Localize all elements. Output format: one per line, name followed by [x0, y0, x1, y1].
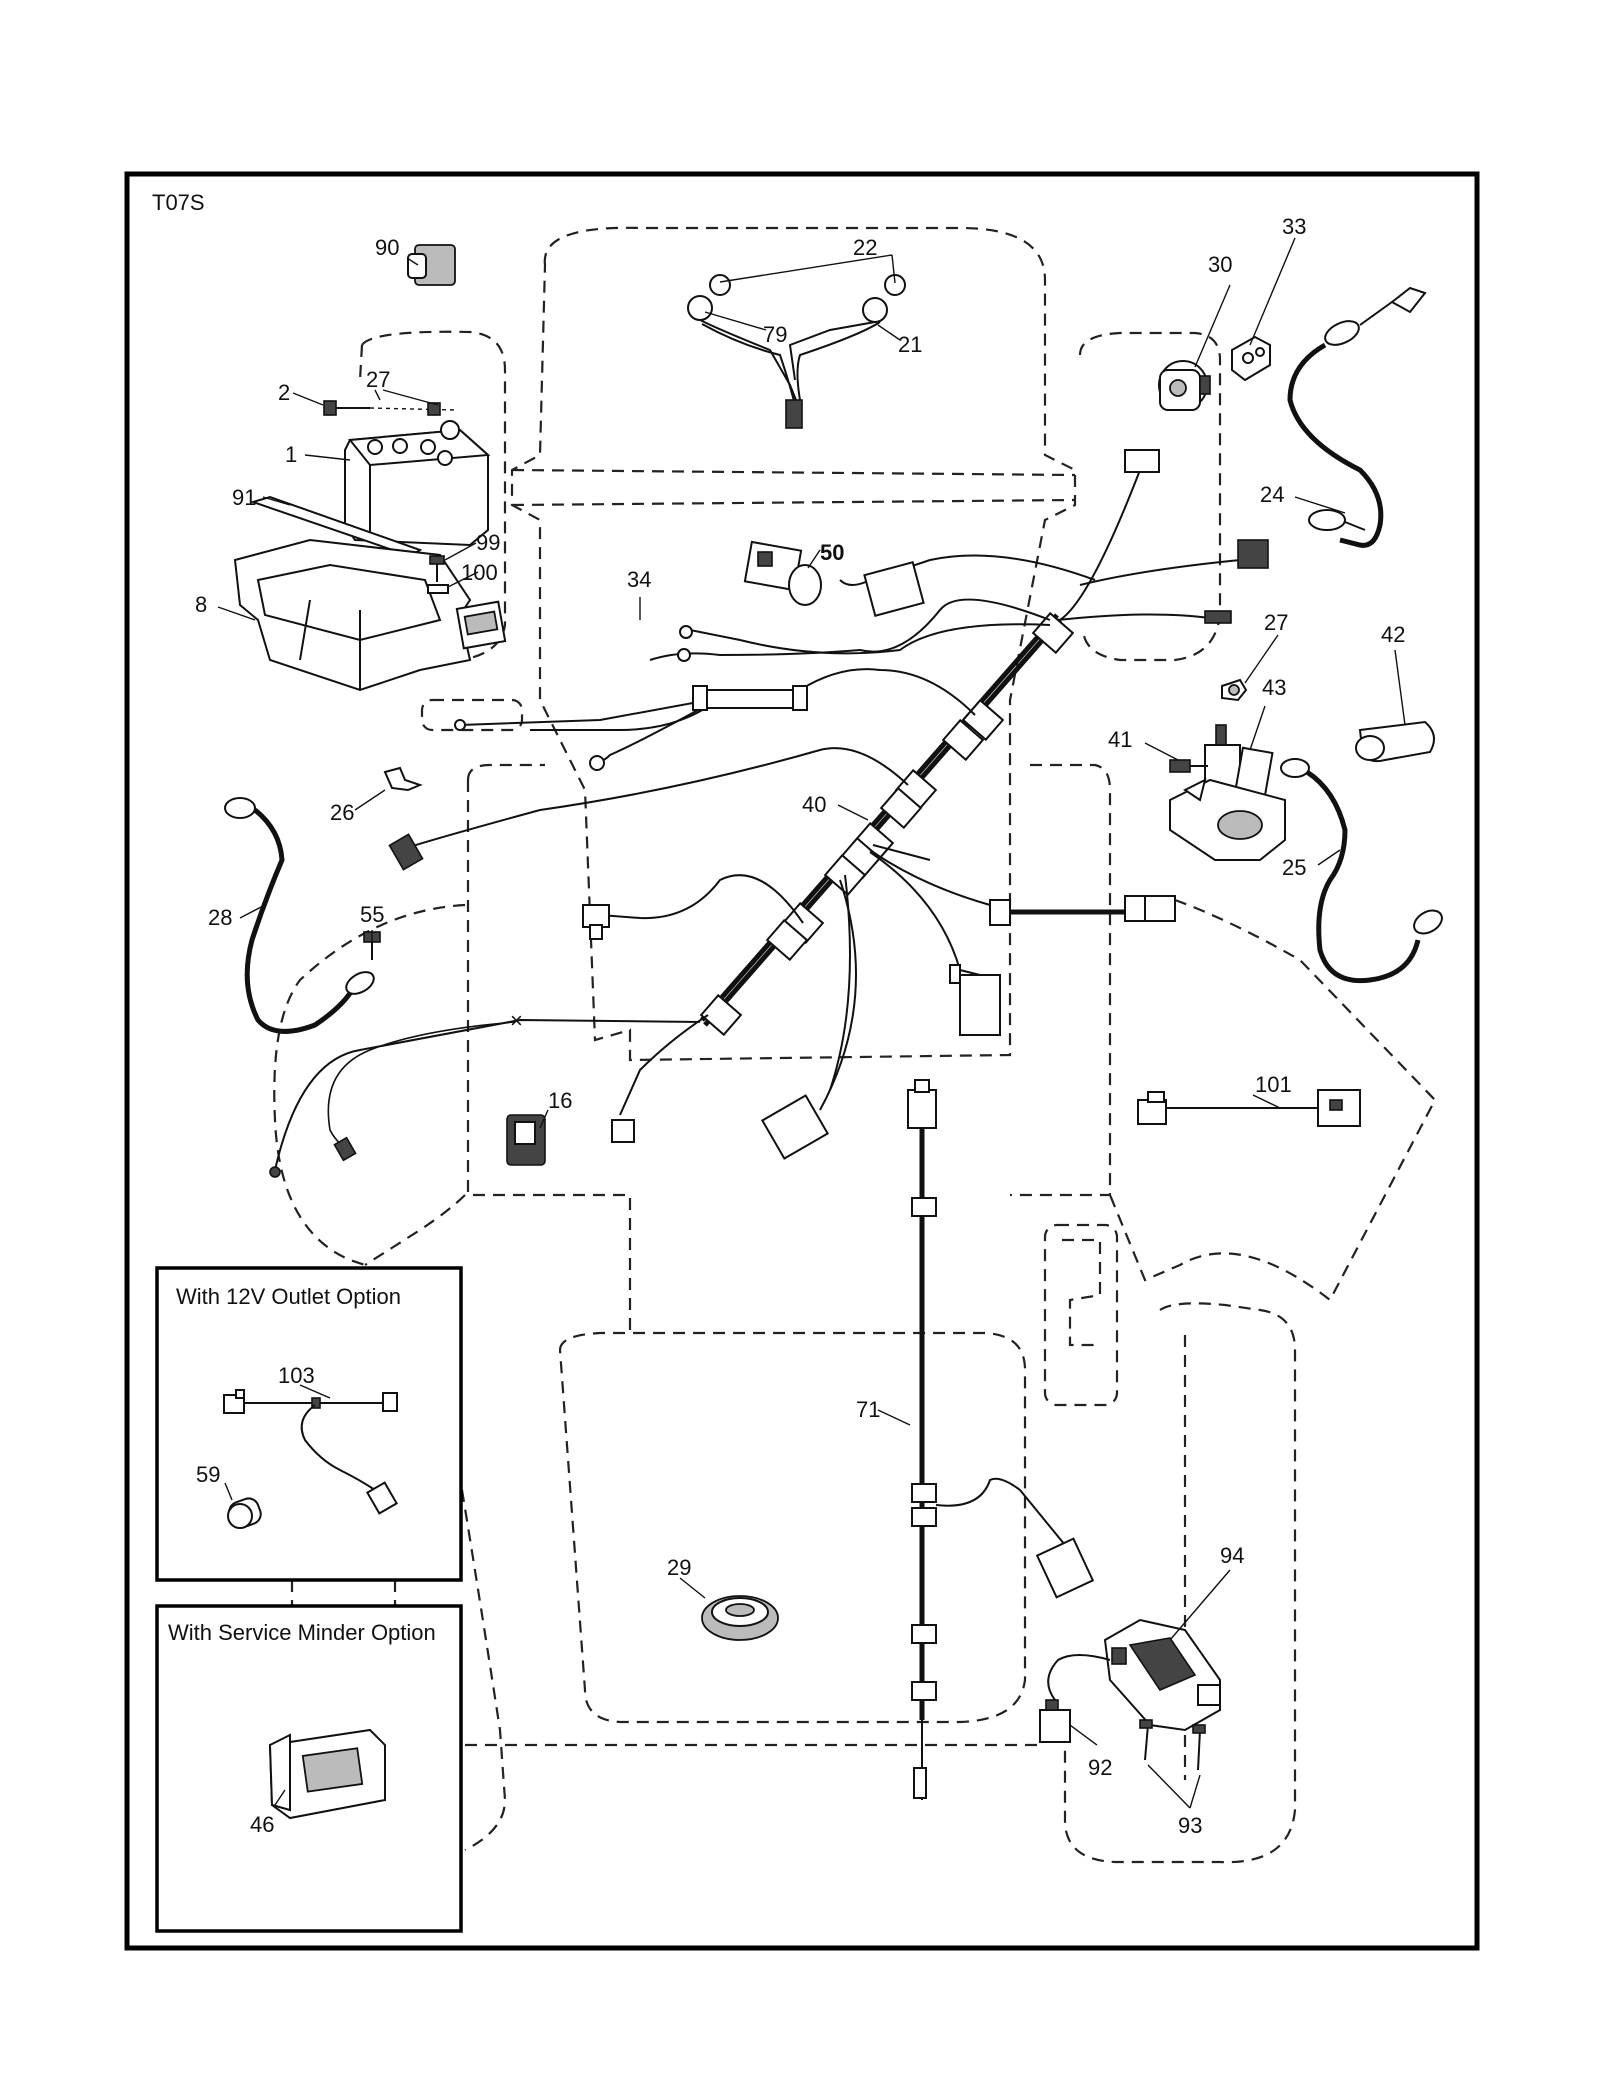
callout-1: 1: [285, 442, 297, 467]
headlight-harness: [687, 274, 906, 429]
callout-103: 103: [278, 1363, 315, 1388]
callout-42: 42: [1381, 622, 1405, 647]
callout-25: 25: [1282, 855, 1306, 880]
callout-93: 93: [1178, 1813, 1202, 1838]
svg-text:×: ×: [510, 1008, 523, 1033]
callout-59: 59: [196, 1462, 220, 1487]
callout-99: 99: [476, 530, 500, 555]
solenoid-assembly: [1169, 678, 1443, 984]
callout-94: 94: [1220, 1543, 1244, 1568]
callout-27-battery: 27: [366, 367, 390, 392]
callout-40: 40: [802, 792, 826, 817]
callout-55: 55: [360, 902, 384, 927]
callout-29: 29: [667, 1555, 691, 1580]
option-box-minder-title: With Service Minder Option: [168, 1620, 436, 1645]
callout-28: 28: [208, 905, 232, 930]
option-box-minder: With Service Minder Option: [155, 1604, 463, 1933]
callout-41: 41: [1108, 727, 1132, 752]
ignition-switch: [1158, 335, 1271, 411]
harness-101: [1137, 1089, 1361, 1127]
callout-90: 90: [375, 235, 399, 260]
leader-lines: [217, 237, 1406, 1809]
callouts: 90 22 33 30 27 2 79 21 1 91 24 99 100 50…: [195, 214, 1405, 1838]
callout-100: 100: [461, 560, 498, 585]
callout-43: 43: [1262, 675, 1286, 700]
callout-8: 8: [195, 592, 207, 617]
diagram-code: T07S: [152, 190, 205, 215]
option-box-outlet-title: With 12V Outlet Option: [176, 1284, 401, 1309]
callout-46: 46: [250, 1812, 274, 1837]
callout-92: 92: [1088, 1755, 1112, 1780]
callout-30: 30: [1208, 252, 1232, 277]
callout-33: 33: [1282, 214, 1306, 239]
callout-71: 71: [856, 1397, 880, 1422]
ground-cable: [224, 766, 423, 1034]
callout-16: 16: [548, 1088, 572, 1113]
callout-27-right: 27: [1264, 610, 1288, 635]
pto-switch: [455, 540, 822, 650]
callout-24: 24: [1260, 482, 1284, 507]
harness-71: [907, 1079, 1095, 1800]
callout-101: 101: [1255, 1072, 1292, 1097]
callout-26: 26: [330, 800, 354, 825]
callout-50: 50: [820, 540, 844, 565]
option-box-outlet: With 12V Outlet Option: [155, 1266, 463, 1582]
cover-29: [701, 1595, 779, 1641]
battery-assembly: [233, 244, 491, 692]
callout-2: 2: [278, 380, 290, 405]
module-assembly: [1039, 1618, 1221, 1771]
callout-21: 21: [898, 332, 922, 357]
callout-91: 91: [232, 485, 256, 510]
diagram-frame: [124, 171, 1480, 1951]
callout-34: 34: [627, 567, 651, 592]
callout-22: 22: [853, 235, 877, 260]
callout-79: 79: [763, 322, 787, 347]
cable-24: [1287, 286, 1427, 548]
main-harness: ×: [269, 449, 1269, 1178]
seat-switch: [506, 1114, 546, 1166]
